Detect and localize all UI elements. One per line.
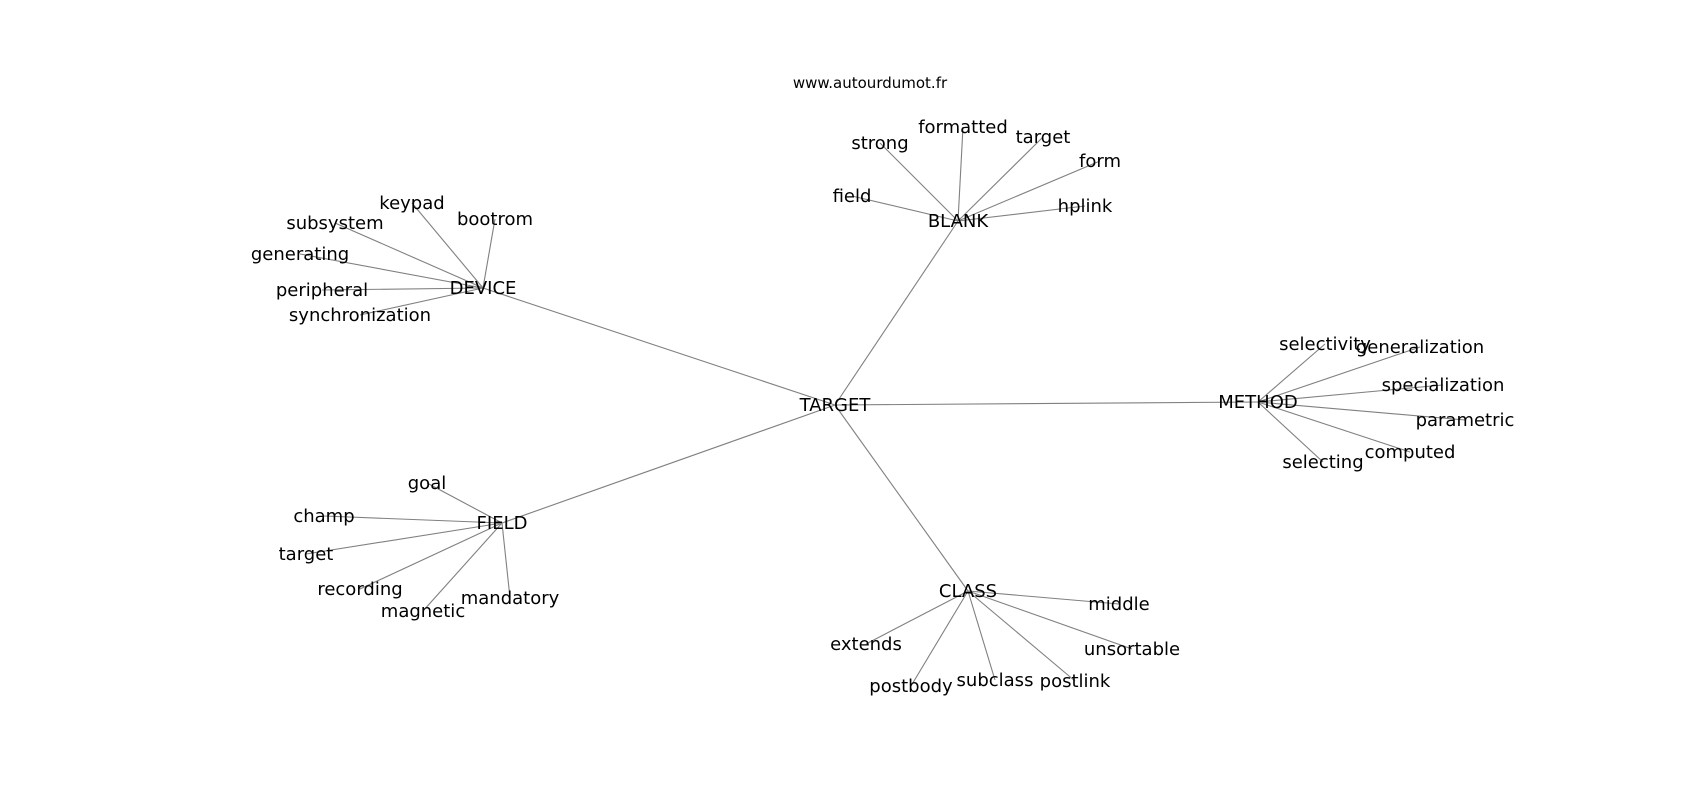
edge-class-postlink bbox=[967, 590, 1076, 682]
edge-method-specialization bbox=[1257, 384, 1444, 403]
node-leaf-class-extends: extends bbox=[830, 634, 902, 655]
edge-field-goal bbox=[426, 482, 503, 524]
edge-blank-field bbox=[851, 195, 959, 222]
node-leaf-blank-field: field bbox=[833, 186, 872, 207]
node-leaf-class-unsortable: unsortable bbox=[1084, 639, 1180, 660]
node-leaf-method-specialization: specialization bbox=[1382, 375, 1505, 396]
node-leaf-method-selectivity: selectivity bbox=[1279, 334, 1371, 355]
node-hub-method: METHOD bbox=[1218, 392, 1297, 413]
node-leaf-field-recording: recording bbox=[317, 579, 402, 600]
edge-field-mandatory bbox=[501, 522, 511, 599]
edge-class-postbody bbox=[910, 590, 969, 687]
node-leaf-field-champ: champ bbox=[293, 506, 354, 527]
edge-field-target bbox=[305, 522, 503, 555]
labels-layer: TARGET DEVICE keypad bootrom subsystem genera… bbox=[251, 117, 1515, 697]
edge-device-generating bbox=[299, 253, 484, 289]
node-leaf-device-subsystem: subsystem bbox=[286, 213, 383, 234]
node-hub-field: FIELD bbox=[477, 513, 528, 534]
node-leaf-method-selecting: selecting bbox=[1282, 452, 1363, 473]
node-leaf-device-peripheral: peripheral bbox=[276, 280, 368, 301]
node-hub-class: CLASS bbox=[939, 581, 997, 602]
node-leaf-method-generalization: generalization bbox=[1356, 337, 1484, 358]
node-leaf-method-computed: computed bbox=[1365, 442, 1456, 463]
source-url: www.autourdumot.fr bbox=[793, 74, 948, 92]
edge-field-magnetic bbox=[422, 522, 503, 612]
node-leaf-field-magnetic: magnetic bbox=[381, 601, 465, 622]
node-leaf-field-goal: goal bbox=[408, 473, 446, 494]
node-leaf-blank-strong: strong bbox=[851, 133, 908, 154]
edge-class-subclass bbox=[967, 590, 996, 681]
edge-class-unsortable bbox=[967, 590, 1133, 650]
edge-class-extends bbox=[865, 590, 969, 645]
edges-layer bbox=[299, 126, 1466, 687]
node-leaf-device-synchronization: synchronization bbox=[289, 305, 431, 326]
edge-device-peripheral bbox=[321, 287, 484, 291]
node-leaf-device-bootrom: bootrom bbox=[457, 209, 533, 230]
node-leaf-blank-hplink: hplink bbox=[1058, 196, 1113, 217]
edge-target-device bbox=[482, 287, 836, 406]
node-leaf-class-postlink: postlink bbox=[1040, 671, 1111, 692]
edge-blank-formatted bbox=[957, 126, 964, 222]
node-hub-device: DEVICE bbox=[450, 278, 517, 299]
edge-method-generalization bbox=[1257, 346, 1421, 403]
node-leaf-device-generating: generating bbox=[251, 244, 349, 265]
node-leaf-method-parametric: parametric bbox=[1416, 410, 1515, 431]
edge-device-bootrom bbox=[482, 218, 496, 289]
node-leaf-device-keypad: keypad bbox=[379, 193, 444, 214]
edge-target-blank bbox=[834, 220, 959, 406]
edge-target-class bbox=[834, 404, 969, 592]
edge-field-champ bbox=[323, 515, 503, 524]
edge-device-keypad bbox=[411, 202, 484, 289]
node-leaf-blank-form: form bbox=[1079, 151, 1121, 172]
node-leaf-class-postbody: postbody bbox=[869, 676, 953, 697]
node-leaf-field-mandatory: mandatory bbox=[461, 588, 560, 609]
edge-class-middle bbox=[967, 590, 1120, 605]
node-center-target: TARGET bbox=[799, 395, 872, 416]
edge-device-synchronization bbox=[359, 287, 484, 316]
edge-target-method bbox=[834, 401, 1259, 406]
edge-method-parametric bbox=[1257, 401, 1466, 421]
edge-target-field bbox=[501, 404, 836, 524]
node-leaf-class-subclass: subclass bbox=[957, 670, 1034, 691]
node-hub-blank: BLANK bbox=[928, 211, 990, 232]
edge-method-computed bbox=[1257, 401, 1411, 453]
edge-method-selecting bbox=[1257, 401, 1324, 463]
edge-blank-strong bbox=[879, 142, 959, 222]
edge-field-recording bbox=[359, 522, 503, 590]
edge-device-subsystem bbox=[334, 222, 484, 289]
node-leaf-blank-formatted: formatted bbox=[918, 117, 1008, 138]
edge-blank-form bbox=[957, 160, 1101, 222]
node-leaf-field-target: target bbox=[279, 544, 334, 565]
edge-blank-hplink bbox=[957, 205, 1086, 222]
node-leaf-class-middle: middle bbox=[1088, 594, 1149, 615]
node-leaf-blank-target: target bbox=[1016, 127, 1071, 148]
edge-method-selectivity bbox=[1257, 343, 1326, 403]
edge-blank-target bbox=[957, 136, 1044, 222]
